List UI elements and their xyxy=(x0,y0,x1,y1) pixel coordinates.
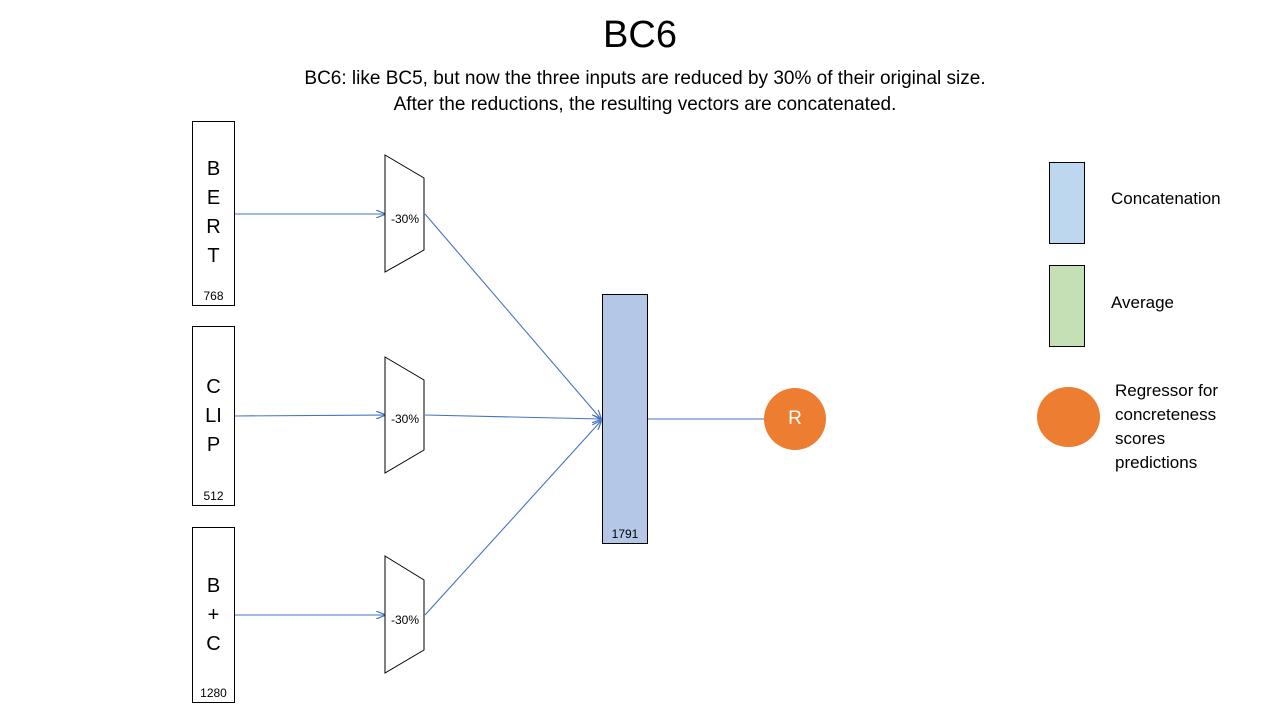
arrow-clip-to-reducer xyxy=(233,415,385,416)
legend-regressor-label: Regressor for concreteness scores predic… xyxy=(1115,381,1218,472)
reducer-1: -30% xyxy=(384,154,425,273)
reducer-1-label: -30% xyxy=(391,212,419,226)
reducer-2-label: -30% xyxy=(391,412,419,426)
input-clip-label: C LI P xyxy=(205,376,222,456)
concat-dim: 1791 xyxy=(611,527,639,541)
subtitle-line-1: BC6: like BC5, but now the three inputs … xyxy=(304,68,986,89)
legend-concatenation-label: Concatenation xyxy=(1111,189,1221,208)
diagram-subtitle: BC6: like BC5, but now the three inputs … xyxy=(250,66,1040,118)
diagram-title: BC6 xyxy=(603,14,677,56)
reducer-2: -30% xyxy=(384,356,425,474)
input-bert: B E R T 768 xyxy=(192,121,235,306)
input-bc-dim: 1280 xyxy=(200,686,227,700)
legend-concatenation-swatch xyxy=(1049,162,1085,244)
legend-regressor-swatch xyxy=(1037,387,1100,447)
legend-average-label: Average xyxy=(1111,293,1175,312)
arrow-reducer2-to-concat xyxy=(424,414,601,419)
reducer-3: -30% xyxy=(384,555,425,674)
reducer-3-label: -30% xyxy=(391,613,419,627)
input-bc: B + C 1280 xyxy=(192,527,235,703)
input-bc-label: B + C xyxy=(206,575,221,655)
input-bert-label: B E R T xyxy=(206,158,221,267)
arrow-reducer3-to-concat xyxy=(424,421,601,616)
input-clip: C LI P 512 xyxy=(192,326,235,506)
legend-average-swatch xyxy=(1049,265,1085,347)
input-bert-dim: 768 xyxy=(203,289,224,303)
subtitle-line-2: After the reductions, the resulting vect… xyxy=(393,94,897,115)
concatenation-vector: 1791 xyxy=(602,294,648,544)
input-clip-dim: 512 xyxy=(203,489,224,503)
regressor-node: R xyxy=(764,388,826,450)
arrow-reducer1-to-concat xyxy=(424,213,601,419)
